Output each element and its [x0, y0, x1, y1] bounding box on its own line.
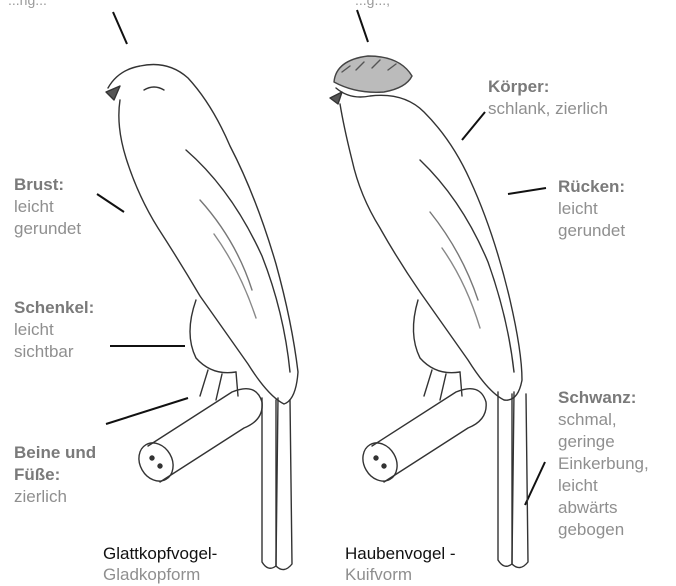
label-ruecken: Rücken: leicht gerundet	[558, 176, 625, 242]
label-schenkel: Schenkel: leicht sichtbar	[14, 297, 94, 363]
label-ruecken-desc1: leicht	[558, 198, 625, 220]
right-beak	[330, 92, 342, 104]
label-beine-desc: zierlich	[14, 486, 96, 508]
left-tail-b	[276, 400, 292, 570]
left-wing-line	[200, 200, 252, 290]
label-brust-desc2: gerundet	[14, 218, 81, 240]
label-schwanz-line: leicht	[558, 475, 649, 497]
right-perch	[372, 389, 486, 482]
label-brust-head: Brust:	[14, 174, 81, 196]
bird-right	[330, 56, 528, 568]
leader-schwanz	[525, 462, 545, 505]
leader-lines	[97, 10, 546, 505]
leader-brust	[97, 194, 124, 212]
label-beine-head1: Beine und	[14, 442, 96, 464]
label-schwanz-head: Schwanz:	[558, 387, 649, 409]
label-schenkel-desc1: leicht	[14, 319, 94, 341]
left-perch-end	[132, 437, 180, 488]
right-crest	[334, 56, 412, 92]
left-wing-line2	[214, 234, 256, 318]
label-ruecken-head: Rücken:	[558, 176, 625, 198]
caption-right: Haubenvogel - Kuifvorm	[345, 543, 456, 585]
right-wing-edge	[420, 160, 514, 372]
label-schenkel-desc2: sichtbar	[14, 341, 94, 363]
label-beine: Beine und Füße: zierlich	[14, 442, 96, 508]
right-thigh	[413, 300, 460, 373]
caption-left-line2: Gladkopform	[103, 564, 217, 585]
label-schwanz-line: gebogen	[558, 519, 649, 541]
label-schwanz-line: Einkerbung,	[558, 453, 649, 475]
left-body	[108, 65, 298, 405]
label-schenkel-head: Schenkel:	[14, 297, 94, 319]
label-schwanz-line: schmal,	[558, 409, 649, 431]
caption-right-line2: Kuifvorm	[345, 564, 456, 585]
left-perch	[148, 389, 262, 482]
caption-left: Glattkopfvogel- Gladkopform	[103, 543, 217, 585]
label-brust-desc1: leicht	[14, 196, 81, 218]
label-schwanz: Schwanz: schmal, geringe Einkerbung, lei…	[558, 387, 649, 541]
right-legs	[424, 370, 462, 400]
right-perch-end	[356, 437, 404, 488]
leader-ruecken	[508, 188, 546, 194]
caption-right-line1: Haubenvogel -	[345, 543, 456, 564]
label-schwanz-line: geringe	[558, 431, 649, 453]
label-koerper: Körper: schlank, zierlich	[488, 76, 608, 120]
leader-beine	[106, 398, 188, 424]
left-legs	[200, 370, 238, 400]
label-schwanz-line: abwärts	[558, 497, 649, 519]
label-brust: Brust: leicht gerundet	[14, 174, 81, 240]
right-body	[336, 88, 522, 400]
bird-left	[106, 65, 298, 570]
label-beine-head2: Füße:	[14, 464, 96, 486]
caption-left-line1: Glattkopfvogel-	[103, 543, 217, 564]
label-koerper-head: Körper:	[488, 76, 608, 98]
leader-koerper	[462, 112, 485, 140]
label-ruecken-desc2: gerundet	[558, 220, 625, 242]
right-tail-b	[512, 394, 528, 568]
left-eye	[144, 87, 164, 90]
leader-top-right	[357, 10, 368, 42]
label-koerper-desc: schlank, zierlich	[488, 98, 608, 120]
leader-top-left	[113, 12, 127, 44]
